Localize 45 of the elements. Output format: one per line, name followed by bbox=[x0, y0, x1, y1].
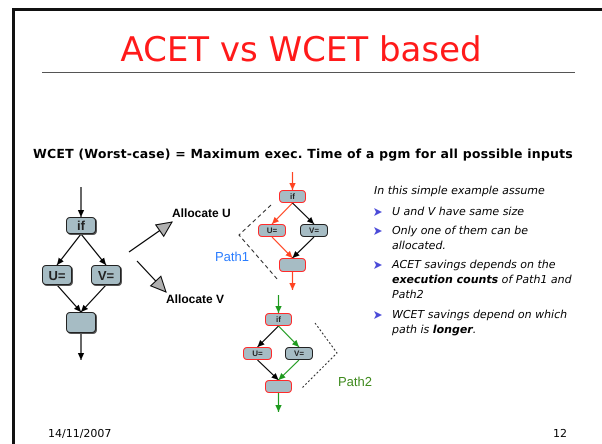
footer-text: 14/11/2007 bbox=[48, 427, 112, 440]
empty-block bbox=[66, 312, 96, 333]
arrow bbox=[275, 393, 282, 412]
arrow bbox=[56, 284, 82, 312]
path-label: Path1 bbox=[215, 249, 249, 265]
code-block: if bbox=[265, 313, 292, 326]
arrow bbox=[289, 272, 296, 290]
empty-block bbox=[265, 380, 292, 393]
bullet-text: U and V have same size bbox=[392, 204, 526, 220]
arrow bbox=[80, 284, 106, 312]
arrow bbox=[80, 234, 106, 266]
arrow bbox=[257, 326, 279, 348]
path-label: Path2 bbox=[338, 374, 372, 390]
code-block: U= bbox=[42, 265, 72, 285]
arrow bbox=[278, 326, 300, 348]
arrow bbox=[289, 172, 296, 190]
arrow bbox=[292, 202, 314, 224]
arrow bbox=[278, 360, 300, 380]
arrow bbox=[78, 187, 84, 217]
empty-block bbox=[279, 258, 306, 272]
slide-title: ACET vs WCET based bbox=[119, 29, 483, 72]
code-block: V= bbox=[285, 347, 313, 360]
allocation-label: Allocate U bbox=[172, 206, 231, 220]
arrow bbox=[56, 234, 82, 266]
code-block: if bbox=[66, 217, 96, 234]
arrow bbox=[257, 360, 279, 380]
footer-text: 12 bbox=[553, 427, 567, 440]
arrow bbox=[272, 202, 293, 224]
arrow bbox=[136, 260, 166, 292]
bullet-text: WCET savings depend on which path is longer. bbox=[392, 307, 568, 338]
bullet-text: ACET savings depends on the execution counts of Path1 and Path2 bbox=[392, 257, 573, 303]
bullet-text: Only one of them can be allocated. bbox=[392, 223, 530, 254]
arrow bbox=[272, 236, 293, 258]
arrow bbox=[128, 222, 172, 252]
code-block: V= bbox=[300, 224, 328, 237]
code-block: U= bbox=[258, 224, 286, 237]
code-block: if bbox=[279, 190, 306, 203]
arrow bbox=[292, 236, 314, 258]
code-block: V= bbox=[91, 265, 121, 285]
code-block: U= bbox=[243, 347, 272, 360]
allocation-label: Allocate V bbox=[166, 292, 224, 306]
arrow bbox=[275, 295, 282, 313]
definition-text: WCET (Worst-case) = Maximum exec. Time of a pgm for all possible inputs bbox=[33, 146, 573, 161]
intro-text: In this simple example assume bbox=[374, 184, 545, 198]
arrow bbox=[78, 333, 84, 360]
